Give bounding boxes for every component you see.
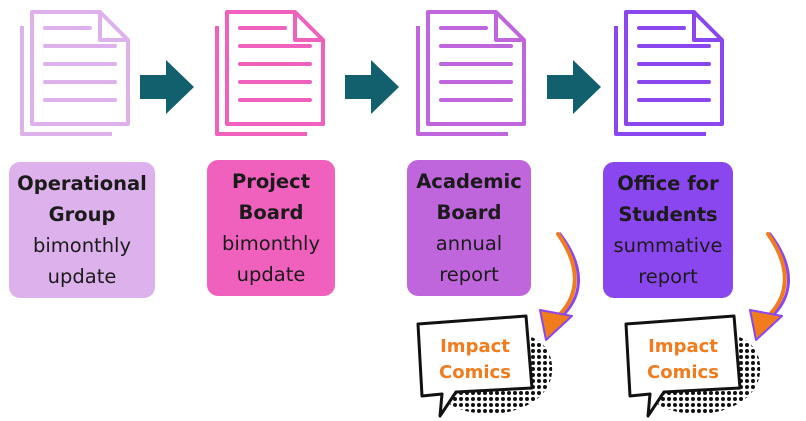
impact-comics-speech-bubble-2: Impact Comics xyxy=(624,314,761,418)
stage-title-line: Operational xyxy=(17,172,147,195)
document-icon-operational-group xyxy=(20,10,130,136)
curved-arrow-icon xyxy=(749,232,790,341)
stage-desc-line: annual xyxy=(435,232,503,255)
stage-label-office-for-students: Office for Students summative report xyxy=(603,162,733,298)
stage-title-line: Students xyxy=(618,203,718,226)
flow-arrow-right-icon xyxy=(547,60,601,114)
stage-title-line: Academic xyxy=(416,170,522,193)
stage-title-line: Office for xyxy=(617,172,719,195)
flow-arrow-right-icon xyxy=(140,60,194,114)
stage-title-line: Group xyxy=(48,203,116,226)
stage-title-line: Project xyxy=(231,170,311,193)
flow-arrow-right-icon xyxy=(345,60,399,114)
document-icon-project-board xyxy=(215,10,325,136)
document-icon-office-for-students xyxy=(614,10,724,136)
stage-desc-line: bimonthly xyxy=(221,232,321,255)
stage-desc-line: update xyxy=(47,265,117,288)
comic-text-line: Comics xyxy=(439,362,511,383)
stage-desc-line: summative xyxy=(613,234,723,257)
stage-label-project-board: Project Board bimonthly update xyxy=(207,160,335,296)
stage-desc-line: report xyxy=(638,265,698,288)
comic-text-line: Impact xyxy=(440,336,510,357)
stage-label-operational-group: Operational Group bimonthly update xyxy=(9,162,155,298)
document-icon-academic-board xyxy=(416,10,526,136)
stage-title-line: Board xyxy=(436,201,502,224)
impact-comics-speech-bubble-1: Impact Comics xyxy=(416,314,553,418)
stage-desc-line: bimonthly xyxy=(32,234,132,257)
stage-desc-line: report xyxy=(439,263,499,286)
stage-title-line: Board xyxy=(238,201,304,224)
comic-text-line: Impact xyxy=(648,336,718,357)
speech-bubble-shape xyxy=(416,314,534,418)
comic-text-line: Comics xyxy=(647,362,719,383)
speech-bubble-shape xyxy=(624,314,742,418)
stage-label-academic-board: Academic Board annual report xyxy=(407,160,531,296)
curved-arrow-icon xyxy=(539,232,580,341)
stage-desc-line: update xyxy=(236,263,306,286)
